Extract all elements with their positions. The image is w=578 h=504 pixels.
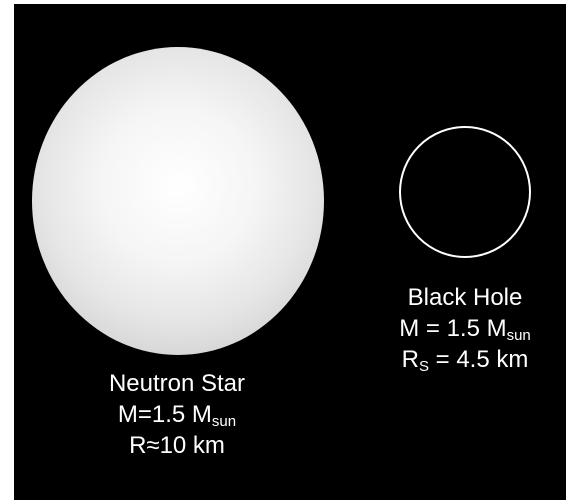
black-hole-name: Black Hole bbox=[407, 284, 523, 311]
black-hole-label: Black Hole M = 1.5 Msun RS = 4.5 km bbox=[372, 282, 558, 375]
neutron-star-mass: M=1.5 Msun bbox=[66, 399, 288, 430]
black-hole-circle bbox=[399, 126, 531, 258]
neutron-star-mass-subscript: sun bbox=[211, 413, 237, 430]
neutron-star-label: Neutron Star M=1.5 Msun R≈10 km bbox=[66, 368, 288, 461]
black-hole-mass-subscript: sun bbox=[506, 327, 531, 344]
black-hole-radius-symbol: R bbox=[401, 346, 419, 373]
black-hole-radius-value: = 4.5 km bbox=[428, 346, 529, 373]
neutron-star-mass-value: M=1.5 M bbox=[117, 401, 212, 428]
black-hole-mass-value: M = 1.5 M bbox=[399, 315, 507, 342]
black-hole-radius-subscript: S bbox=[418, 358, 429, 375]
neutron-star-name: Neutron Star bbox=[108, 370, 246, 397]
diagram-panel: Black Hole M = 1.5 Msun RS = 4.5 km Neut… bbox=[14, 4, 566, 500]
neutron-star-radius: R≈10 km bbox=[129, 432, 225, 459]
neutron-star-sphere bbox=[32, 47, 324, 355]
black-hole-radius: RS = 4.5 km bbox=[372, 344, 558, 375]
black-hole-mass: M = 1.5 Msun bbox=[372, 313, 558, 344]
